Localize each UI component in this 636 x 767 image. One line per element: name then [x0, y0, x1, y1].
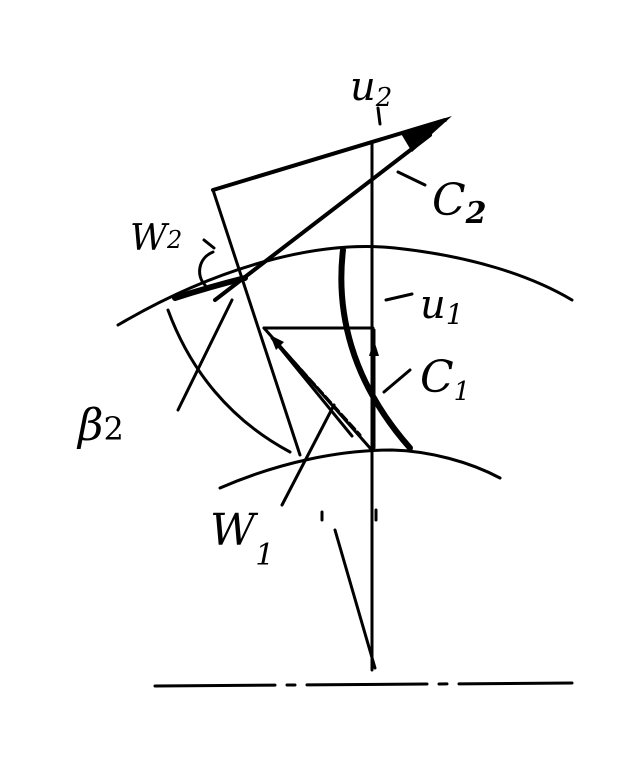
label-c2: C2 — [432, 175, 487, 231]
leader-beta2 — [176, 298, 234, 412]
label-u2: u2 — [350, 64, 392, 113]
w1-dashed-line — [283, 350, 362, 437]
base-line — [153, 681, 574, 688]
label-beta2: β2 — [76, 400, 124, 451]
leader-u2 — [376, 106, 382, 126]
label-w2: W2 — [130, 218, 182, 259]
label-c1: C1 — [420, 352, 470, 407]
label-u1: u1 — [420, 282, 464, 331]
c2-vector — [213, 133, 432, 302]
c2-arrowhead — [400, 116, 452, 152]
label-w1: W1 — [210, 505, 274, 573]
inner-circle-arc — [218, 448, 502, 490]
leader-w2 — [202, 238, 216, 250]
leader-c1 — [382, 368, 412, 394]
blade-middle — [338, 247, 413, 451]
w1-parallel-line — [270, 336, 354, 438]
leader-c2 — [396, 170, 427, 187]
blade-left — [166, 308, 292, 454]
beta2-angle-arc — [198, 250, 215, 287]
w2-vector — [211, 188, 302, 457]
c1-arrowhead — [369, 340, 379, 356]
radial-line-left — [333, 528, 377, 670]
leader-w1 — [280, 403, 336, 507]
leader-u1 — [384, 292, 414, 302]
